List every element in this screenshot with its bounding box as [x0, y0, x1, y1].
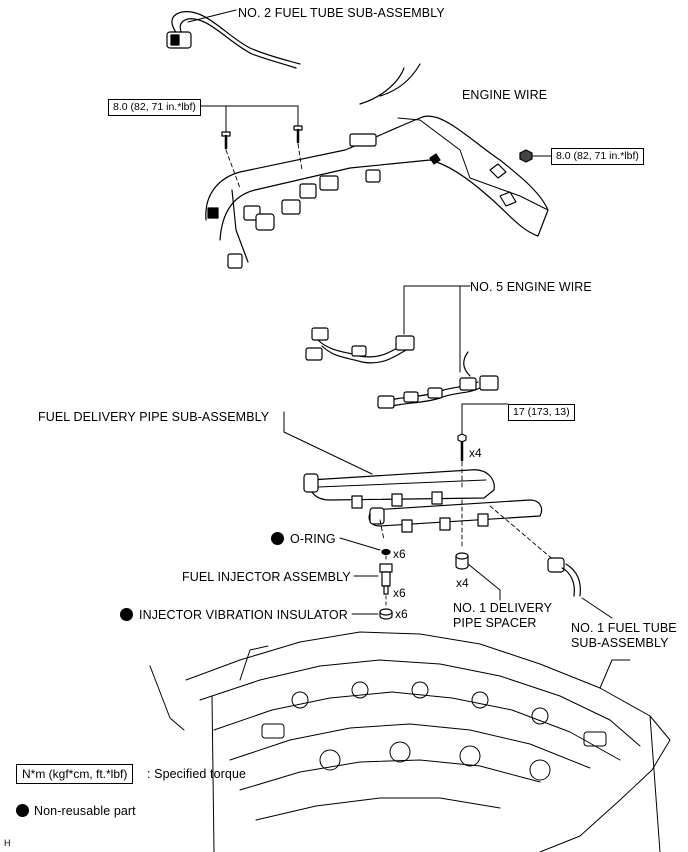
nonreusable-mark-o-ring — [271, 532, 284, 545]
label-fuel-injector: FUEL INJECTOR ASSEMBLY — [182, 570, 351, 584]
fuel-delivery-pipe-drawing — [283, 411, 557, 563]
label-no1-fuel-tube-line1: NO. 1 FUEL TUBE — [571, 621, 677, 635]
delivery-pipe-bolt — [457, 403, 509, 491]
no5-engine-wire-drawing — [305, 285, 499, 409]
engine-wire-bolts — [169, 105, 303, 189]
legend-torque-box: N*m (kgf*cm, ft.*lbf) — [16, 764, 134, 784]
label-fuel-delivery-pipe: FUEL DELIVERY PIPE SUB-ASSEMBLY — [38, 410, 270, 424]
no2-fuel-tube-drawing — [166, 9, 301, 69]
qty-spacer: x4 — [456, 576, 469, 590]
qty-o-ring: x6 — [393, 547, 406, 561]
qty-delivery-pipe-bolts: x4 — [469, 446, 482, 460]
label-no1-fuel-tube-line2: SUB-ASSEMBLY — [571, 636, 669, 650]
label-no1-delivery-spacer-line1: NO. 1 DELIVERY — [453, 601, 553, 615]
label-o-ring: O-RING — [290, 532, 336, 546]
label-no5-engine-wire: NO. 5 ENGINE WIRE — [470, 280, 592, 294]
injector-stack — [339, 537, 393, 620]
torque-delivery-pipe-bolts: 17 (173, 13) — [508, 404, 575, 421]
engine-wire-nut — [519, 149, 553, 163]
engine-wire-drawing — [205, 63, 549, 269]
label-injector-insulator: INJECTOR VIBRATION INSULATOR — [139, 608, 348, 622]
torque-engine-wire-nut: 8.0 (82, 71 in.*lbf) — [551, 148, 644, 165]
corner-mark: H — [4, 838, 11, 848]
qty-injector: x6 — [393, 586, 406, 600]
legend-torque-desc: : Specified torque — [147, 767, 247, 781]
label-engine-wire: ENGINE WIRE — [462, 88, 548, 102]
torque-engine-wire-bolts: 8.0 (82, 71 in.*lbf) — [108, 99, 201, 116]
label-no2-fuel-tube: NO. 2 FUEL TUBE SUB-ASSEMBLY — [238, 6, 445, 20]
engine-block-drawing — [149, 631, 671, 852]
label-no1-delivery-spacer-line2: PIPE SPACER — [453, 616, 537, 630]
qty-insulator: x6 — [395, 607, 408, 621]
legend-nonreusable-mark — [16, 804, 29, 817]
no1-fuel-tube-drawing — [547, 557, 613, 619]
nonreusable-mark-insulator — [120, 608, 133, 621]
legend-nonreusable-text: Non-reusable part — [34, 804, 136, 818]
delivery-pipe-spacer — [455, 499, 501, 601]
